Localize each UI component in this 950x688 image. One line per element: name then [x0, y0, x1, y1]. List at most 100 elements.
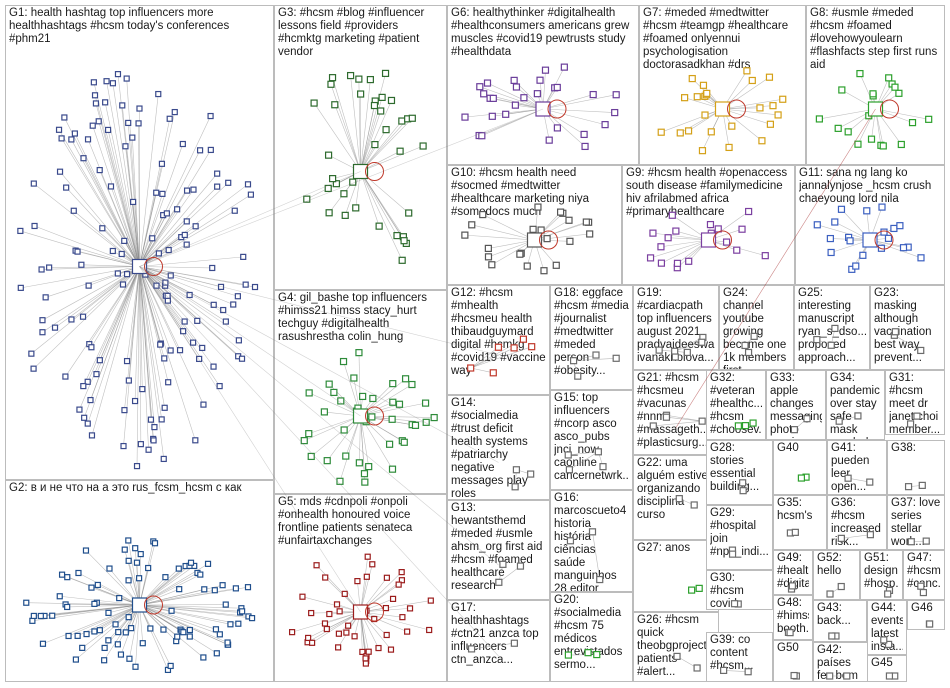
- node-g10: [484, 244, 492, 253]
- node-g1: [220, 306, 227, 314]
- node-g1: [90, 79, 97, 86]
- node-g5: [308, 609, 315, 617]
- edge: [139, 266, 499, 356]
- node-g1: [114, 71, 122, 78]
- edge: [359, 415, 361, 463]
- node-g2: [204, 560, 212, 567]
- edge: [135, 604, 140, 667]
- node-g2: [235, 620, 242, 627]
- node-g1: [58, 135, 65, 142]
- self-loop-g9: [713, 230, 732, 250]
- node-g5: [326, 610, 333, 618]
- node-g6: [553, 83, 561, 92]
- node-g16: [566, 537, 575, 545]
- node-g1: [80, 382, 87, 390]
- node-g19: [698, 338, 706, 346]
- node-g5: [313, 562, 320, 569]
- edge: [360, 384, 413, 417]
- node-g3: [324, 184, 332, 193]
- node-g1: [39, 317, 46, 324]
- group-label-g36: G36: #hcsm increased risk...: [831, 497, 881, 548]
- group-label-g9: G9: #hcsm health #openaccess south disea…: [626, 167, 788, 218]
- node-g2: [65, 632, 72, 640]
- edge: [139, 266, 162, 420]
- node-g5: [362, 660, 369, 667]
- node-g3: [377, 107, 385, 115]
- node-g7: [765, 73, 774, 81]
- group-label-g8: G8: #usmle #meded #hcsm #foamed #lovehow…: [810, 7, 938, 71]
- node-g2: [91, 600, 98, 607]
- node-g2: [145, 564, 152, 572]
- edge: [542, 94, 594, 110]
- node-g22: [675, 495, 683, 503]
- node-g1: [150, 437, 157, 444]
- edge: [304, 415, 361, 441]
- node-g11: [831, 218, 839, 226]
- edge: [139, 266, 499, 657]
- node-g50: [790, 671, 798, 680]
- node-g28: [739, 487, 747, 495]
- edge: [139, 266, 246, 285]
- group-label-g10: G10: #hcsm health need #socmed #medtwitt…: [451, 167, 590, 218]
- node-g2: [79, 644, 86, 651]
- node-g1: [121, 407, 128, 414]
- edge: [313, 102, 361, 172]
- node-g5: [406, 605, 414, 612]
- edge: [139, 266, 200, 360]
- node-g2: [64, 574, 71, 581]
- node-g5: [363, 573, 370, 580]
- edge: [139, 171, 361, 267]
- group-label-g45: G45: [871, 657, 893, 669]
- node-g52: [826, 590, 834, 598]
- node-g1: [88, 344, 95, 351]
- node-g5: [399, 614, 406, 621]
- edge: [481, 108, 544, 137]
- node-g9: [672, 227, 680, 235]
- edge: [650, 239, 709, 259]
- node-g5: [341, 590, 348, 597]
- node-g7: [693, 93, 701, 101]
- edge: [675, 108, 876, 428]
- node-g1: [76, 406, 83, 413]
- edge: [126, 78, 140, 267]
- node-g4: [388, 415, 396, 423]
- edge: [487, 82, 544, 110]
- node-g10: [488, 261, 496, 269]
- edge: [534, 221, 587, 241]
- node-g10: [582, 218, 590, 226]
- node-g30: [730, 600, 739, 608]
- node-g1: [151, 424, 158, 431]
- group-label-g47: G47: #hcsm #canc...: [907, 552, 941, 590]
- node-g31: [906, 420, 915, 428]
- node-g7: [758, 137, 766, 145]
- node-g5: [345, 622, 352, 629]
- node-g4: [389, 380, 397, 388]
- node-g6: [611, 108, 619, 117]
- node-g1: [181, 318, 188, 325]
- node-g2: [115, 629, 122, 636]
- group-panel-g26: G26: #hcsm quick theobgproject patients …: [633, 612, 719, 682]
- edge: [68, 604, 140, 637]
- node-g8: [838, 86, 846, 94]
- node-g6: [483, 79, 492, 87]
- node-g8: [834, 124, 842, 132]
- edge: [139, 604, 171, 667]
- edge: [31, 266, 140, 354]
- node-g1: [186, 291, 193, 299]
- node-g24: [741, 341, 749, 350]
- node-g21: [662, 413, 671, 421]
- node-g5: [427, 597, 434, 604]
- group-label-g38: G38:: [891, 442, 916, 454]
- node-g2: [112, 621, 119, 628]
- group-panel-g12: G12: #hcsm #mhealth #hcsmeu health thiba…: [447, 285, 550, 395]
- node-g11: [852, 262, 860, 270]
- node-g1: [71, 130, 78, 137]
- node-g1: [70, 207, 77, 214]
- node-g14: [512, 466, 521, 474]
- node-g5: [343, 629, 350, 636]
- group-panel-g14: G14: #socialmedia #trust deficit health …: [447, 395, 550, 500]
- edge: [107, 129, 140, 267]
- node-g1: [230, 301, 237, 308]
- node-g1: [92, 100, 100, 107]
- node-g8: [925, 115, 933, 123]
